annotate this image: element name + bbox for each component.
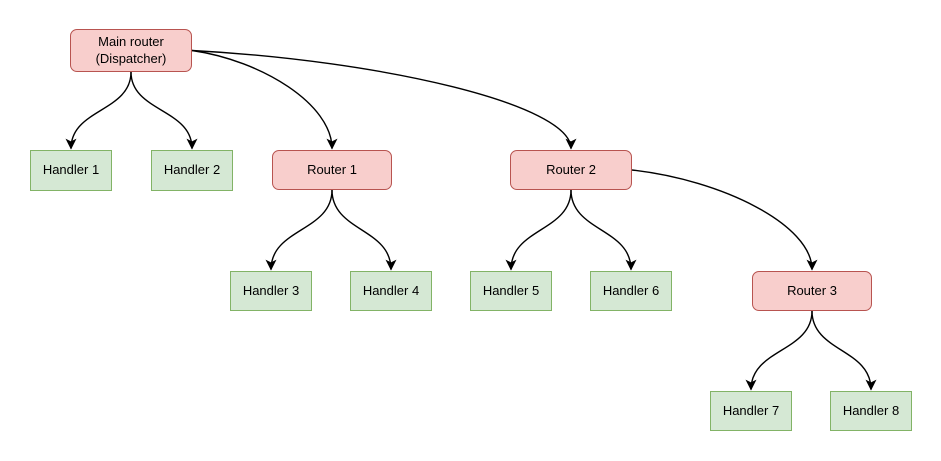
edge-router2-router3	[631, 169, 818, 271]
edge-main-handler2	[130, 71, 198, 150]
node-handler-1[interactable]: Handler 1	[30, 150, 112, 191]
edge-router1-handler3	[265, 189, 333, 271]
node-main-router-dispatcher[interactable]: Main router (Dispatcher)	[70, 29, 192, 72]
node-handler-5[interactable]: Handler 5	[470, 271, 552, 311]
node-handler-2[interactable]: Handler 2	[151, 150, 233, 191]
edge-main-router2	[191, 49, 577, 150]
node-handler-7[interactable]: Handler 7	[710, 391, 792, 431]
node-router-3[interactable]: Router 3	[752, 271, 872, 311]
edge-router3-handler8	[811, 310, 877, 391]
edge-main-handler1	[65, 71, 132, 150]
node-handler-8[interactable]: Handler 8	[830, 391, 912, 431]
node-handler-4[interactable]: Handler 4	[350, 271, 432, 311]
edge-router2-handler6	[570, 189, 637, 271]
node-handler-3[interactable]: Handler 3	[230, 271, 312, 311]
edge-router3-handler7	[745, 310, 813, 391]
edge-main-router1	[191, 49, 338, 150]
node-router-1[interactable]: Router 1	[272, 150, 392, 190]
edge-router1-handler4	[331, 189, 397, 271]
edge-router2-handler5	[505, 189, 572, 271]
node-router-2[interactable]: Router 2	[510, 150, 632, 190]
node-handler-6[interactable]: Handler 6	[590, 271, 672, 311]
